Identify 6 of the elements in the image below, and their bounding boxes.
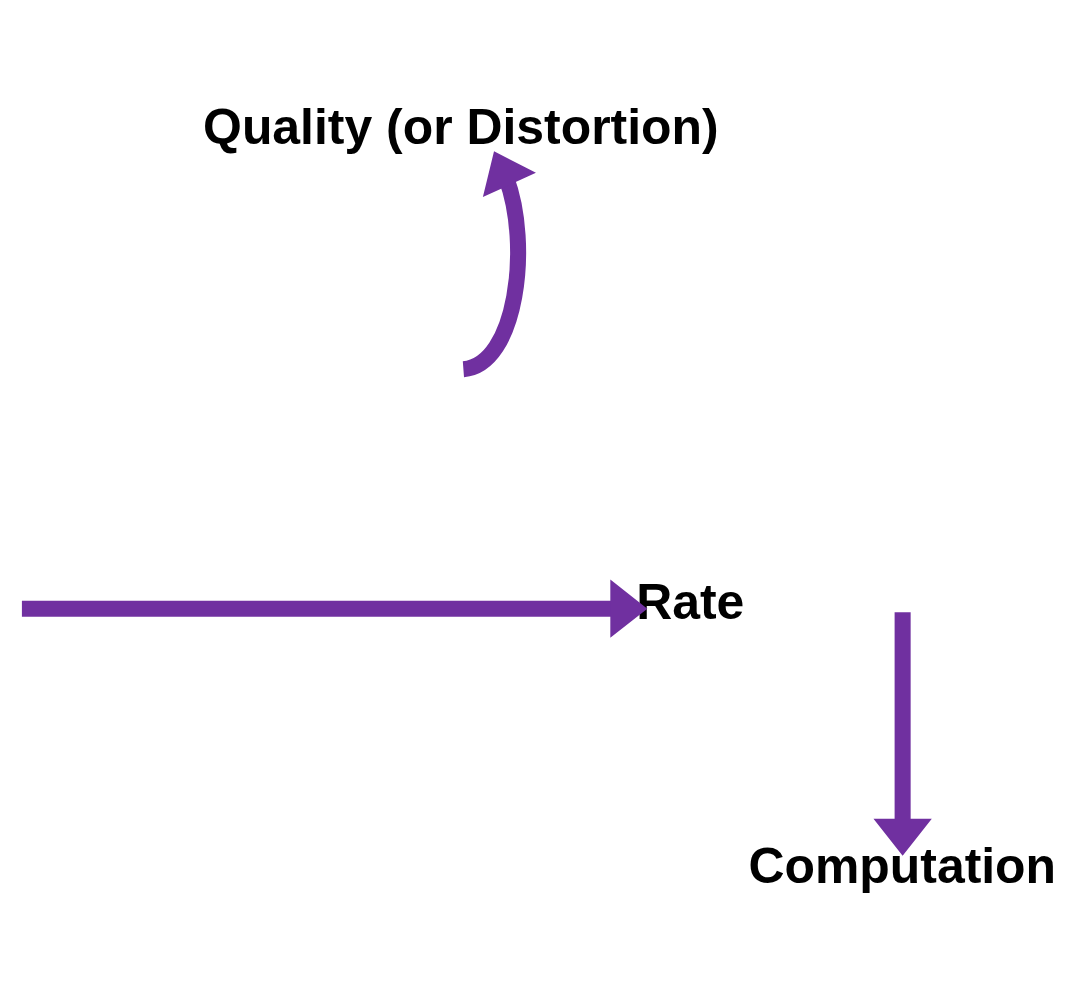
arrow	[461, 151, 536, 377]
node-text: Computation	[748, 837, 1057, 894]
arrow	[21, 579, 648, 638]
node-text: Rate	[636, 574, 745, 631]
arrow	[873, 612, 932, 856]
node-text: Quality (or Distortion)	[203, 99, 719, 156]
